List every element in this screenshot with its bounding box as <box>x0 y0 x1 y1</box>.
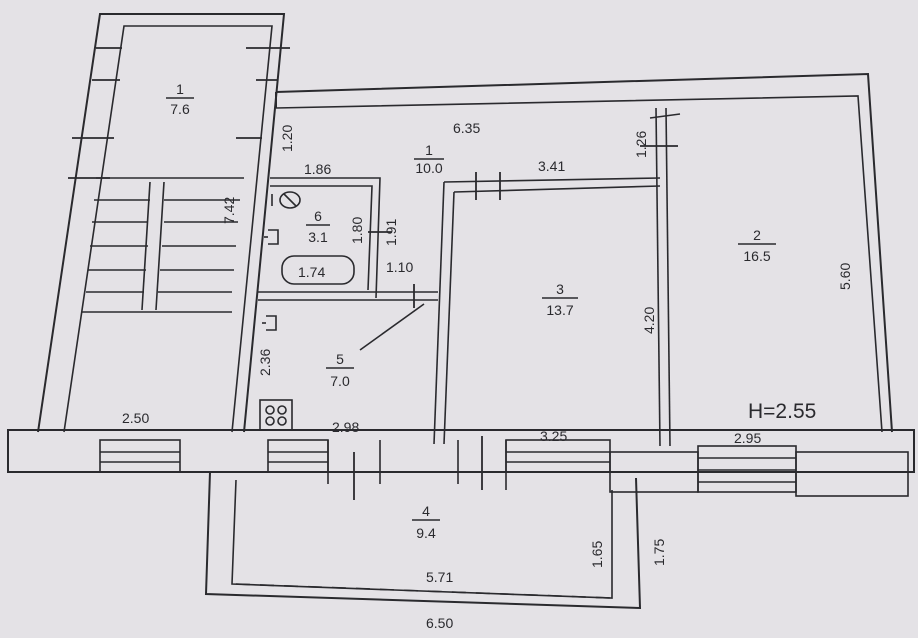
dim-1-86: 1.86 <box>304 161 331 177</box>
room-number: 1 <box>425 142 433 158</box>
dim-1-75: 1.75 <box>651 539 667 566</box>
stairwell-walls <box>37 13 290 433</box>
room-label-bathroom: 6 3.1 <box>306 208 330 245</box>
room-area: 7.0 <box>330 373 350 389</box>
dim-5-71: 5.71 <box>426 569 453 585</box>
toilet-icon <box>271 191 301 209</box>
room-label-corridor: 1 10.0 <box>414 142 444 176</box>
dim-6-35: 6.35 <box>453 120 480 136</box>
dim-1-10: 1.10 <box>386 259 413 275</box>
room-label-balcony: 4 9.4 <box>412 503 440 541</box>
room-label-kitchen: 5 7.0 <box>326 351 354 389</box>
balcony-outline <box>204 471 642 610</box>
dim-2-95: 2.95 <box>734 430 761 446</box>
dim-1-26: 1.26 <box>633 131 649 158</box>
dim-3-41: 3.41 <box>538 158 565 174</box>
dim-2-50: 2.50 <box>122 410 149 426</box>
stove-icon <box>259 399 293 431</box>
dim-7-42: 7.42 <box>221 197 237 224</box>
room-number: 3 <box>556 281 564 297</box>
room-area: 9.4 <box>416 525 436 541</box>
room-number: 6 <box>314 208 322 224</box>
room-number: 2 <box>753 227 761 243</box>
room-area: 3.1 <box>308 229 328 245</box>
dim-3-25: 3.25 <box>540 428 567 444</box>
outer-wall-band <box>7 429 915 500</box>
room-label-stair-hall: 1 7.6 <box>166 81 194 117</box>
dim-1-91: 1.91 <box>383 219 399 246</box>
bathtub-icon <box>281 255 355 285</box>
room-area: 16.5 <box>743 248 770 264</box>
dim-5-60: 5.60 <box>837 263 853 290</box>
room-label-room-3: 3 13.7 <box>542 281 578 318</box>
room-area: 7.6 <box>170 101 190 117</box>
dim-6-50: 6.50 <box>426 615 453 631</box>
dim-1-80: 1.80 <box>349 217 365 244</box>
room-area: 10.0 <box>415 160 442 176</box>
room-number: 1 <box>176 81 184 97</box>
ceiling-height: H=2.55 <box>748 400 816 423</box>
sink-icon <box>264 229 279 245</box>
dim-4-20: 4.20 <box>641 307 657 334</box>
dim-2-36: 2.36 <box>257 349 273 376</box>
room-label-room-2: 2 16.5 <box>738 227 776 264</box>
dimension-labels: 6.35 1.20 1.86 3.41 1.26 7.42 1.80 1.91 … <box>122 120 853 631</box>
staircase <box>82 177 244 313</box>
room-area: 13.7 <box>546 302 573 318</box>
apartment-walls <box>258 72 893 447</box>
dim-1-74: 1.74 <box>298 264 325 280</box>
sink-icon <box>262 315 277 331</box>
dim-1-20: 1.20 <box>279 125 295 152</box>
room-number: 4 <box>422 503 430 519</box>
room-number: 5 <box>336 351 344 367</box>
dim-2-98: 2.98 <box>332 419 359 435</box>
dim-1-65: 1.65 <box>589 541 605 568</box>
